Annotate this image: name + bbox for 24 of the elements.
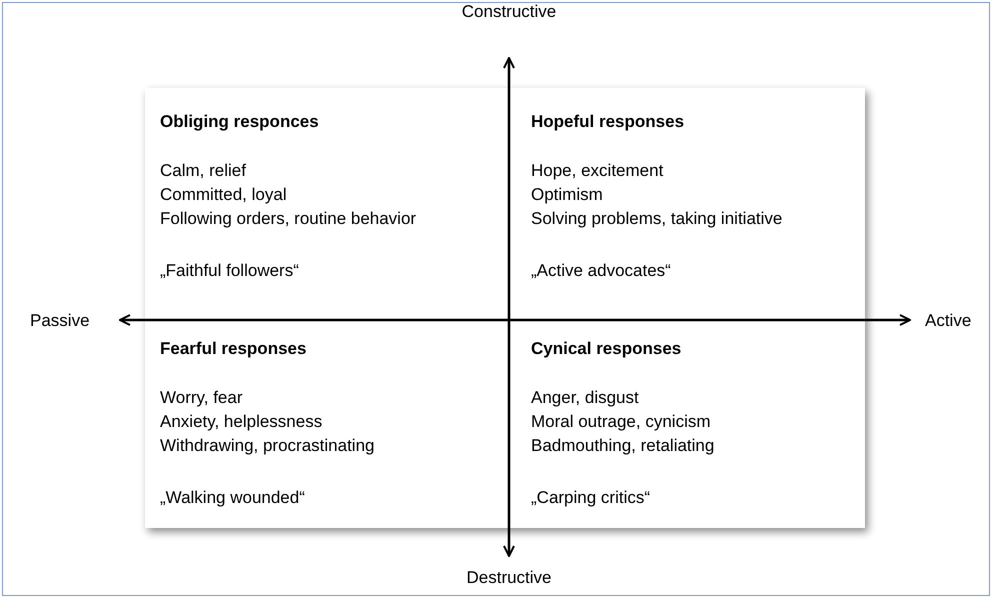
quadrant-heading: Cynical responses <box>531 339 682 359</box>
axis-label: Destructive <box>466 568 552 588</box>
response-text: Worry, fear <box>160 388 242 408</box>
response-text: Optimism <box>531 185 603 205</box>
group-quote: „Active advocates“ <box>531 261 671 281</box>
axis-label: Constructive <box>462 2 556 22</box>
response-text: Solving problems, taking initiative <box>531 209 782 229</box>
quadrant-heading: Fearful responses <box>160 339 306 359</box>
group-quote: „Faithful followers“ <box>160 261 299 281</box>
group-quote: „Carping critics“ <box>531 488 650 508</box>
response-text: Anger, disgust <box>531 388 639 408</box>
response-text: Badmouthing, retaliating <box>531 436 714 456</box>
response-text: Hope, excitement <box>531 161 664 181</box>
group-quote: „Walking wounded“ <box>160 488 305 508</box>
response-text: Moral outrage, cynicism <box>531 412 711 432</box>
response-text: Following orders, routine behavior <box>160 209 416 229</box>
axis-label: Active <box>925 311 972 331</box>
quadrant-heading: Hopeful responses <box>531 112 684 132</box>
response-text: Calm, relief <box>160 161 246 181</box>
response-text: Withdrawing, procrastinating <box>160 436 374 456</box>
response-text: Committed, loyal <box>160 185 287 205</box>
response-text: Anxiety, helplessness <box>160 412 322 432</box>
axis-label: Passive <box>30 311 90 331</box>
quadrant-heading: Obliging responces <box>160 112 319 132</box>
